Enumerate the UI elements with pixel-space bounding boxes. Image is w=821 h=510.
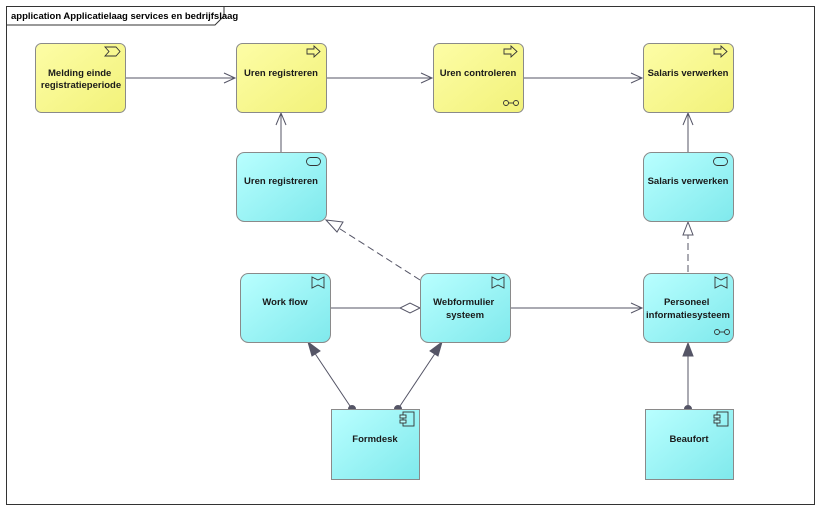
application-function-webformulier-systeem[interactable]: Webformulier systeem: [420, 273, 511, 343]
svg-text:Uren registreren: Uren registreren: [244, 176, 318, 187]
svg-text:Work flow: Work flow: [262, 297, 308, 308]
svg-text:Formdesk: Formdesk: [352, 434, 398, 445]
svg-text:Personeel informatiesyst: Personeel informatiesysteem: [646, 297, 730, 321]
svg-text:Beaufort: Beaufort: [669, 434, 709, 445]
application-function-personeel-informatiesysteem[interactable]: Personeel informatiesysteem: [643, 273, 734, 343]
service-icon: [306, 157, 321, 166]
node-label-line: Uren registreren: [244, 176, 318, 187]
triggering-connection-registreren-controleren[interactable]: [326, 72, 434, 84]
application-component-beaufort[interactable]: Beaufort: [645, 409, 734, 480]
component-icon: [399, 411, 415, 427]
process-arrow-icon: [713, 44, 728, 59]
node-label-line: Beaufort: [669, 434, 709, 445]
node-label-line: informatiesysteem: [646, 310, 730, 321]
event-icon: [103, 46, 121, 57]
business-process-uren-registreren[interactable]: Uren registreren: [236, 43, 327, 113]
node-label-line: Melding einde: [48, 68, 111, 79]
process-arrow-icon: [503, 44, 518, 59]
application-service-uren-registreren[interactable]: Uren registreren: [236, 152, 327, 222]
node-label-line: Uren registreren: [244, 68, 318, 79]
interaction-icon: [714, 329, 730, 335]
function-icon: [714, 276, 728, 289]
process-arrow-icon: [306, 44, 321, 59]
application-component-formdesk[interactable]: Formdesk: [331, 409, 420, 480]
node-label-line: systeem: [446, 310, 484, 321]
diagram-title: application Applicatielaag services en b…: [11, 11, 238, 22]
business-event-melding-einde-registratieperiode[interactable]: Melding einde registratieperiode: [35, 43, 126, 113]
business-process-salaris-verwerken[interactable]: Salaris verwerken: [643, 43, 734, 113]
flow-connection-webformulier-personeel[interactable]: [511, 302, 644, 314]
triggering-connection-controleren-salaris[interactable]: [523, 72, 644, 84]
node-label-line: Work flow: [262, 297, 308, 308]
svg-text:Salaris verwerken: Salaris verwerken: [648, 68, 729, 79]
node-label-line: Uren controleren: [440, 68, 517, 79]
realization-connection-webformulier-uren[interactable]: [324, 219, 421, 281]
node-label-line: Personeel: [664, 297, 709, 308]
assignment-connection-formdesk-webformulier[interactable]: [394, 340, 443, 413]
application-service-salaris-verwerken[interactable]: Salaris verwerken: [643, 152, 734, 222]
svg-text:Uren registreren: Uren registreren: [244, 68, 318, 79]
svg-text:Uren controleren: Uren controleren: [440, 68, 517, 79]
svg-text:Melding einde registrati: Melding einde registratieperiode: [41, 68, 121, 91]
component-icon: [713, 411, 729, 427]
node-label-line: Formdesk: [352, 434, 398, 445]
interaction-icon: [503, 100, 519, 106]
node-label-line: Webformulier: [433, 297, 494, 308]
node-label-line: Salaris verwerken: [648, 176, 729, 187]
triggering-connection-melding-uren-registreren[interactable]: [126, 72, 237, 84]
aggregation-connection-webformulier-workflow[interactable]: [331, 302, 422, 314]
function-icon: [311, 276, 325, 289]
application-function-work-flow[interactable]: Work flow: [240, 273, 331, 343]
service-icon: [713, 157, 728, 166]
realization-connection-personeel-salaris[interactable]: [682, 220, 694, 272]
node-label-line: Salaris verwerken: [648, 68, 729, 79]
function-icon: [491, 276, 505, 289]
connections: [126, 72, 694, 413]
node-label-line: registratieperiode: [41, 80, 121, 91]
svg-text:Salaris verwerken: Salaris verwerken: [648, 176, 729, 187]
business-process-uren-controleren[interactable]: Uren controleren: [433, 43, 524, 113]
svg-text:Webformulier systeem: Webformulier systeem: [433, 297, 497, 321]
